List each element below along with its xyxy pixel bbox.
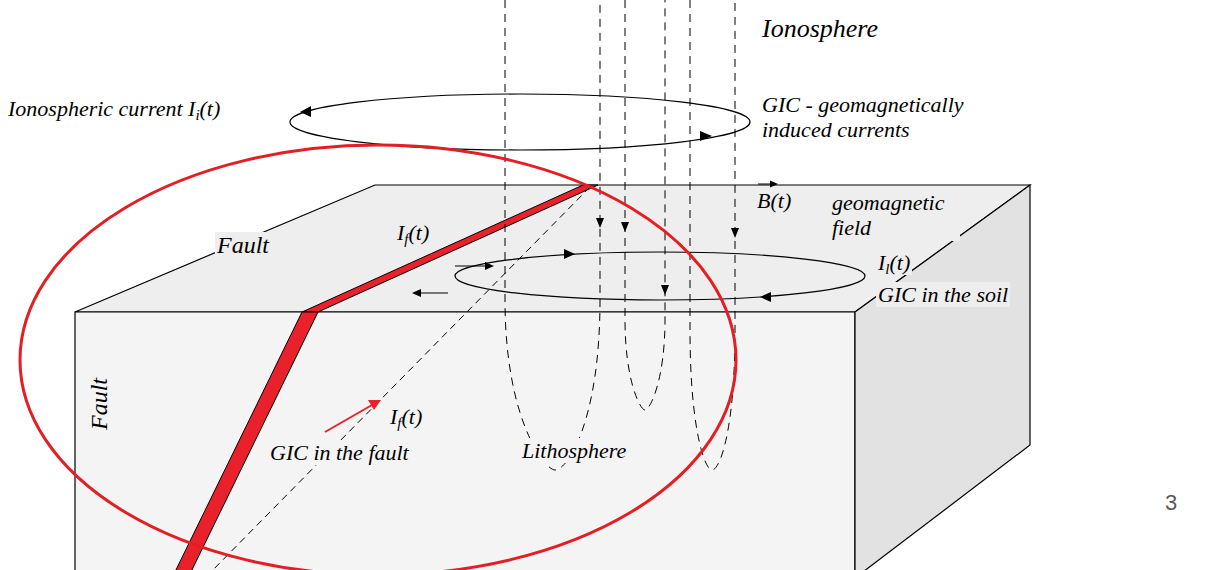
label-anchor: geomagnetic field	[830, 190, 960, 241]
field-arrowhead	[731, 228, 739, 238]
fault-current-arrow	[455, 266, 486, 267]
label-anchor: Il(t)	[876, 250, 912, 275]
soil-current-loop	[455, 252, 865, 300]
fault-label: Fault	[86, 376, 114, 432]
slab-side-face	[855, 185, 1030, 570]
field-line	[625, 0, 665, 410]
gic-label: GIC - geomagnetically induced currents	[760, 92, 1005, 143]
fault-band	[302, 185, 598, 312]
fault-plane-line	[205, 187, 590, 570]
fault-gic-arrowhead	[368, 400, 381, 410]
current-arrowhead	[700, 131, 712, 141]
ionospheric-current-loop	[290, 94, 750, 150]
field-arrowhead	[621, 222, 629, 232]
label-anchor: Ionospheric current Ii(t)	[6, 96, 222, 121]
fault-gic-arrow	[325, 405, 372, 432]
vector-arrow	[758, 184, 771, 185]
layer-label: Ionosphere	[760, 14, 880, 44]
label-anchor: GIC in the fault	[268, 440, 411, 465]
highlight-ellipse	[20, 145, 736, 570]
label-anchor: If(t)	[395, 220, 431, 245]
current-arrowhead	[760, 292, 771, 302]
current-arrowhead	[300, 106, 311, 117]
label-anchor: B(t)	[755, 188, 793, 213]
vector-arrowhead	[770, 181, 778, 188]
current-label: Ionospheric current Ii(t)	[6, 96, 222, 121]
layer-label: Lithosphere	[520, 438, 628, 463]
fault-current-arrowhead	[412, 289, 421, 297]
fault-label: Fault	[215, 232, 271, 260]
current-symbol: Il(t)	[876, 250, 912, 275]
slide-number: 3	[1163, 490, 1179, 515]
label-anchor: GIC - geomagnetically induced currents	[760, 92, 1005, 143]
field-label: geomagnetic field	[830, 190, 960, 241]
field-line	[690, 0, 735, 470]
fault-gic-label: GIC in the fault	[268, 440, 411, 465]
soil-gic-label: GIC in the soil	[876, 282, 1010, 307]
current-symbol: If(t)	[395, 220, 431, 245]
label-anchor: 3	[1163, 490, 1179, 515]
current-arrowhead	[564, 249, 575, 259]
slab-front-face	[75, 312, 855, 570]
current-symbol: If(t)	[388, 404, 424, 429]
label-anchor: Fault	[215, 232, 271, 260]
label-anchor: Fault	[86, 376, 114, 432]
field-line	[505, 0, 600, 470]
field-symbol: B(t)	[755, 188, 793, 213]
label-anchor: GIC in the soil	[876, 282, 1010, 307]
fault-current-arrowhead	[485, 262, 494, 270]
slab-top-face	[75, 185, 1030, 312]
field-arrowhead	[596, 218, 604, 228]
label-anchor: Lithosphere	[520, 438, 628, 463]
label-anchor: If(t)	[388, 404, 424, 429]
field-arrowhead	[661, 285, 669, 295]
label-anchor: Ionosphere	[760, 14, 880, 44]
fault-current-arrow	[420, 293, 448, 294]
